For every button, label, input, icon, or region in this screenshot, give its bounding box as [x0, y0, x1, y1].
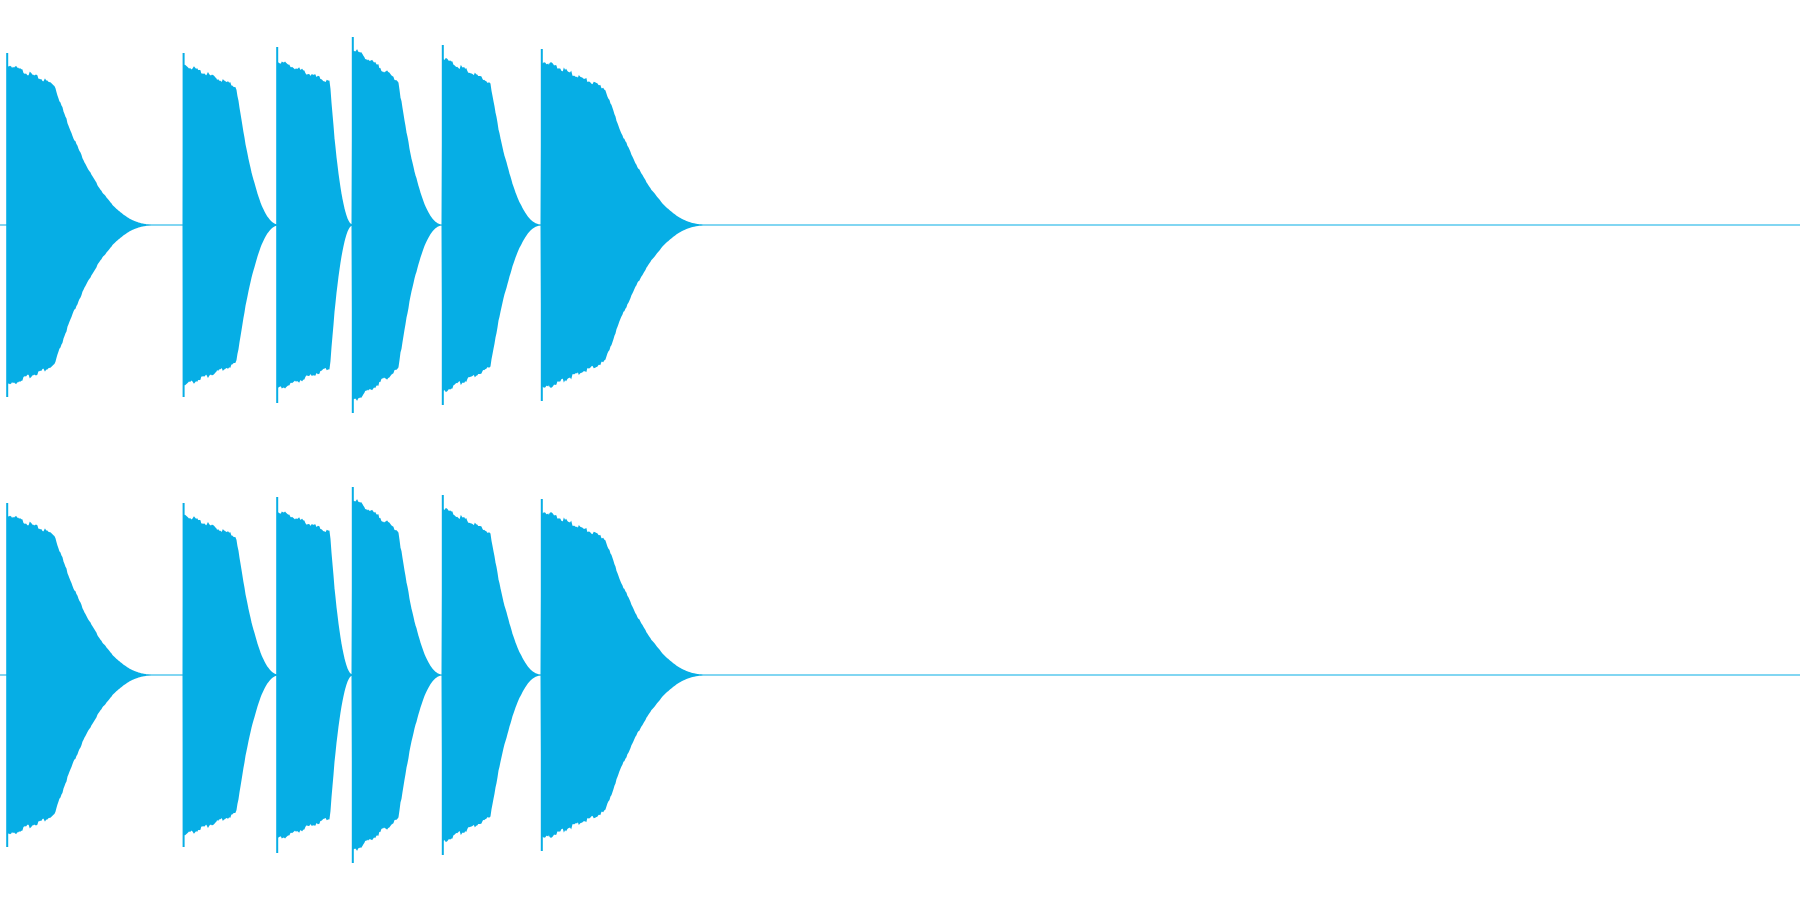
waveform-channel-left	[0, 37, 1800, 413]
waveform-envelope-right	[0, 499, 1800, 851]
waveform-envelope-left	[0, 49, 1800, 401]
waveform-channel-right	[0, 487, 1800, 863]
